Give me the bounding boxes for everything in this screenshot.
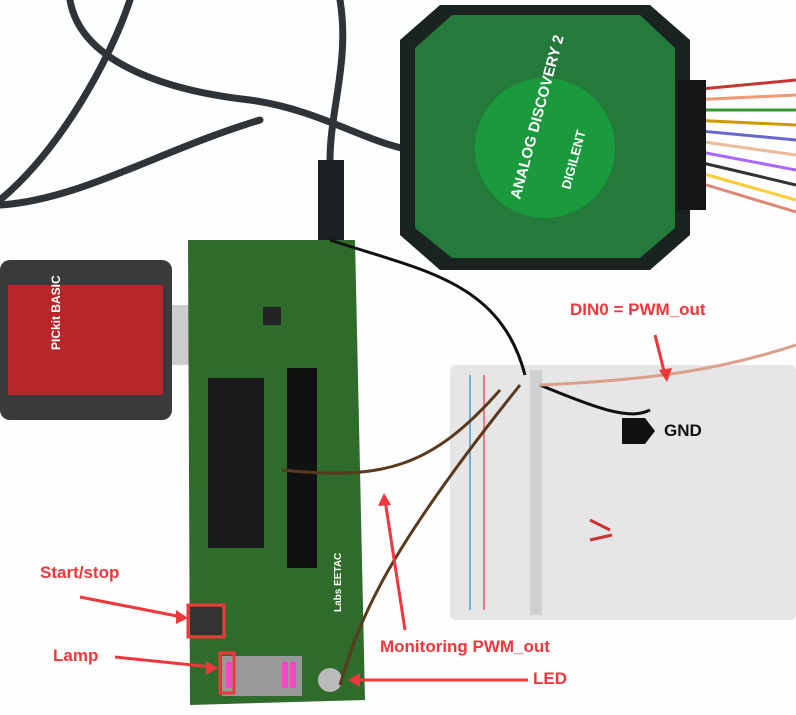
start-stop-arrow	[79, 595, 183, 619]
ribbon-wires	[689, 78, 796, 214]
gnd-clip	[622, 418, 655, 444]
svg-text:Labs EETAC: Labs EETAC	[333, 553, 344, 612]
annotation-marks	[79, 334, 667, 695]
arrow-heads	[176, 368, 672, 687]
usb-cables	[0, 0, 414, 254]
analog-discovery-device: ANALOG DISCOVERY 2 DIGILENT	[400, 5, 690, 270]
svg-text:PICkit BASIC: PICkit BASIC	[49, 275, 63, 350]
monitoring-label: Monitoring PWM_out	[380, 637, 550, 656]
start-stop-label: Start/stop	[40, 563, 120, 582]
monitoring-arrow	[383, 499, 407, 631]
pickit-programmer: PICkit BASIC	[0, 260, 202, 420]
power-jack-plug	[318, 160, 344, 240]
din0-label: DIN0 = PWM_out	[570, 300, 706, 319]
start-stop-highlight	[186, 603, 226, 639]
led-label: LED	[533, 669, 567, 688]
breadboard	[450, 365, 796, 620]
lamp-arrow	[114, 655, 213, 669]
jumper-wires	[281, 238, 796, 686]
din0-arrow	[653, 334, 667, 376]
gnd-label: GND	[664, 421, 702, 440]
lamp-label: Lamp	[53, 646, 99, 665]
lamp-highlight	[218, 651, 236, 695]
wire-header	[678, 80, 706, 210]
